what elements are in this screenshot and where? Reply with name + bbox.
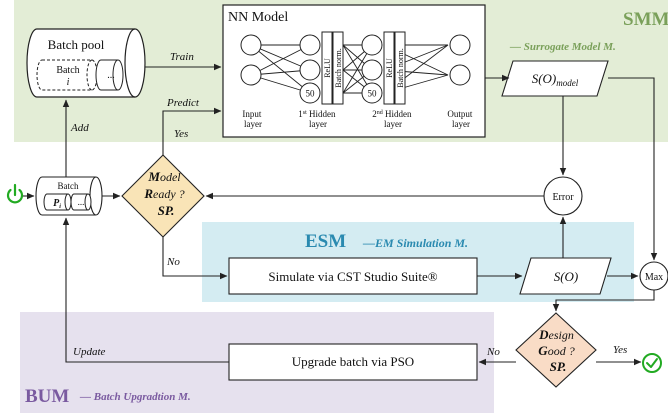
batch-pi-label: Pi bbox=[53, 198, 61, 210]
design-good-diamond bbox=[515, 312, 597, 388]
hidden2-node bbox=[361, 59, 383, 81]
hidden1-node bbox=[299, 59, 321, 81]
esm-output-box bbox=[519, 257, 612, 295]
batch-pool-title: Batch pool bbox=[48, 37, 105, 52]
connectors bbox=[62, 63, 658, 366]
esm-output-label: S(O) bbox=[554, 269, 579, 284]
error-label: Error bbox=[552, 192, 574, 203]
hidden1-node bbox=[299, 34, 321, 56]
nn-model-title: NN Model bbox=[228, 10, 288, 25]
design-good-text: Design Good ? SP. bbox=[538, 327, 578, 374]
upgrade-label: Upgrade batch via PSO bbox=[292, 354, 414, 369]
power-icon[interactable] bbox=[6, 183, 24, 204]
model-output-box bbox=[501, 60, 609, 97]
hidden2-layer-label: 2nd Hidden layer bbox=[372, 109, 414, 129]
input-node bbox=[240, 34, 262, 56]
input-layer-label: Input layer bbox=[242, 109, 263, 129]
check-icon bbox=[642, 353, 662, 373]
output-node bbox=[449, 34, 471, 56]
yes-design-label: Yes bbox=[613, 344, 627, 356]
hidden2-count: 50 bbox=[368, 89, 378, 99]
output-layer-label: Output layer bbox=[447, 109, 474, 129]
output-node bbox=[449, 64, 471, 86]
hidden1-node bbox=[299, 82, 321, 104]
max-label: Max bbox=[645, 272, 663, 283]
hidden2-node bbox=[361, 82, 383, 104]
upgrade-box bbox=[228, 343, 478, 381]
relu-label-1: ReLU bbox=[323, 58, 332, 78]
update-label: Update bbox=[73, 346, 106, 358]
input-node bbox=[240, 64, 262, 86]
yes-model-label: Yes bbox=[174, 128, 188, 140]
batch: Batch Pi ... bbox=[35, 176, 103, 216]
train-label: Train bbox=[170, 51, 194, 63]
bum-subtitle: — Batch Upgradtion M. bbox=[79, 391, 191, 403]
model-output-label: S(O)model bbox=[532, 71, 579, 88]
batchnorm-label-1: Batch norm. bbox=[334, 48, 343, 88]
hidden2-node bbox=[361, 34, 383, 56]
relu-label-2: ReLU bbox=[385, 58, 394, 78]
add-label: Add bbox=[70, 122, 89, 134]
relu-bar-2 bbox=[383, 31, 395, 105]
esm-title: ESM bbox=[305, 231, 346, 252]
hidden1-layer-label: 1st Hidden layer bbox=[298, 109, 338, 129]
batchnorm-bar-2 bbox=[394, 31, 406, 105]
model-ready-text: Model Ready ? SP. bbox=[143, 169, 187, 218]
batch-i-item bbox=[36, 59, 98, 91]
no-design-label: No bbox=[486, 346, 500, 358]
smm-title: SMM bbox=[623, 9, 668, 30]
batch-more-label: ... bbox=[107, 70, 115, 81]
batch-pi-ellipsis: ... bbox=[78, 197, 85, 207]
predict-label: Predict bbox=[166, 97, 200, 109]
batch-pool: Batch pool Batch i ... bbox=[26, 28, 146, 98]
batchnorm-label-2: Batch norm. bbox=[396, 48, 405, 88]
batch-title: Batch bbox=[58, 181, 79, 191]
hidden1-count: 50 bbox=[306, 89, 316, 99]
no-model-label: No bbox=[166, 256, 180, 268]
batch-i-label: Batch bbox=[56, 65, 79, 76]
nn-model-box bbox=[222, 4, 486, 138]
simulate-label: Simulate via CST Studio Suite® bbox=[268, 269, 437, 284]
relu-bar-1 bbox=[321, 31, 333, 105]
smm-subtitle: — Surrogate Model M. bbox=[509, 41, 616, 53]
batch-i-index: i bbox=[67, 77, 70, 88]
esm-subtitle: —EM Simulation M. bbox=[362, 236, 468, 250]
simulate-box bbox=[228, 257, 478, 295]
batchnorm-bar-1 bbox=[332, 31, 344, 105]
bum-title: BUM bbox=[25, 386, 69, 407]
